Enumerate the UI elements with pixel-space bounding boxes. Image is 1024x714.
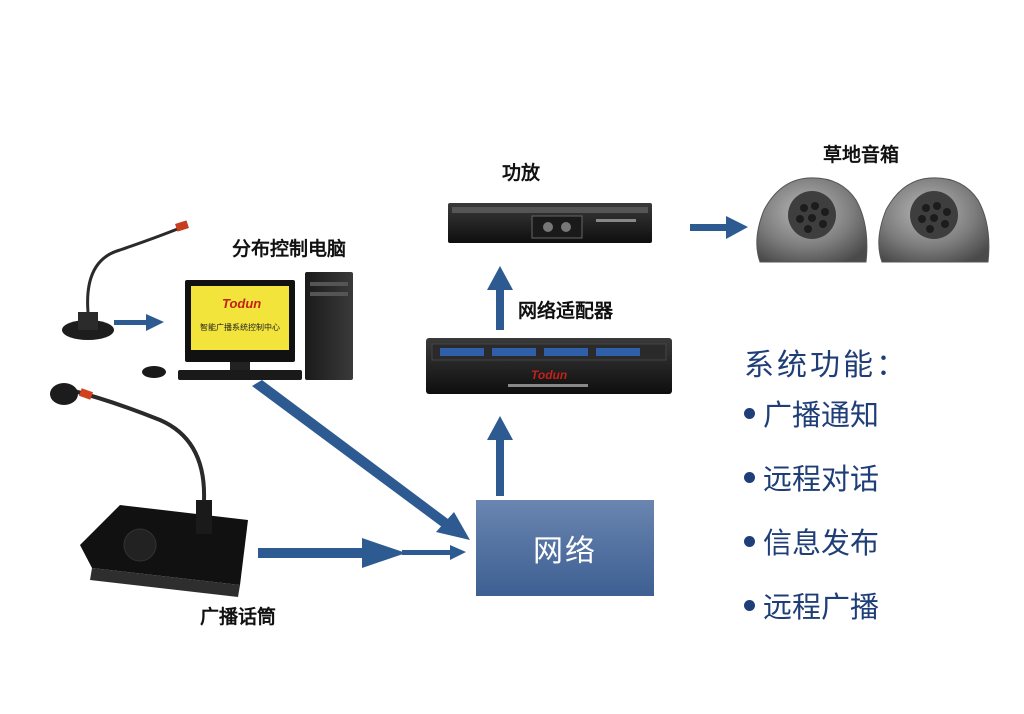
broadcast-mic-label: 广播话筒: [200, 606, 277, 628]
lawn-speaker-left: [756, 177, 868, 263]
bullet-icon: [744, 407, 755, 419]
broadcast-microphone-device: [50, 383, 248, 597]
amplifier-label: 功放: [502, 162, 541, 184]
function-item-label: 远程广播: [763, 590, 880, 624]
network-adapter-device: [426, 338, 672, 394]
lawn-speaker-right: [878, 177, 990, 263]
arrows: [114, 216, 748, 568]
system-functions: 系统功能： 广播通知 远程对话 信息发布 远程广播: [744, 340, 909, 648]
bullet-icon: [744, 535, 755, 547]
pc-screen-logo: Todun: [222, 296, 262, 311]
function-item-label: 信息发布: [763, 526, 880, 560]
control-pc-device: [142, 272, 353, 380]
function-item: 广播通知: [744, 392, 909, 434]
arrow-mic-to-pc: [114, 314, 164, 331]
function-item-label: 远程对话: [763, 462, 880, 496]
lawn-speaker-label: 草地音箱: [823, 144, 900, 166]
function-item-label: 广播通知: [763, 398, 880, 432]
network-adapter-label: 网络适配器: [518, 300, 614, 322]
function-item: 远程广播: [744, 584, 909, 626]
arrow-network-to-adapter: [487, 416, 513, 496]
bullet-icon: [744, 471, 755, 483]
desktop-microphone: [62, 220, 189, 340]
arrow-amplifier-to-speakers: [690, 216, 748, 239]
control-pc-label: 分布控制电脑: [232, 238, 347, 260]
amplifier-device: [448, 203, 652, 243]
network-label: 网络: [533, 534, 597, 569]
pc-screen-caption: 智能广播系统控制中心: [200, 323, 280, 332]
network-box: 网络: [476, 500, 654, 596]
arrow-broadcast-to-network: [258, 538, 466, 568]
bullet-icon: [744, 599, 755, 611]
function-item: 信息发布: [744, 520, 909, 562]
arrow-pc-to-network: [252, 380, 470, 540]
adapter-logo: Todun: [531, 368, 568, 382]
functions-title: 系统功能：: [744, 348, 909, 383]
function-item: 远程对话: [744, 456, 909, 498]
arrow-adapter-to-amplifier: [487, 266, 513, 330]
